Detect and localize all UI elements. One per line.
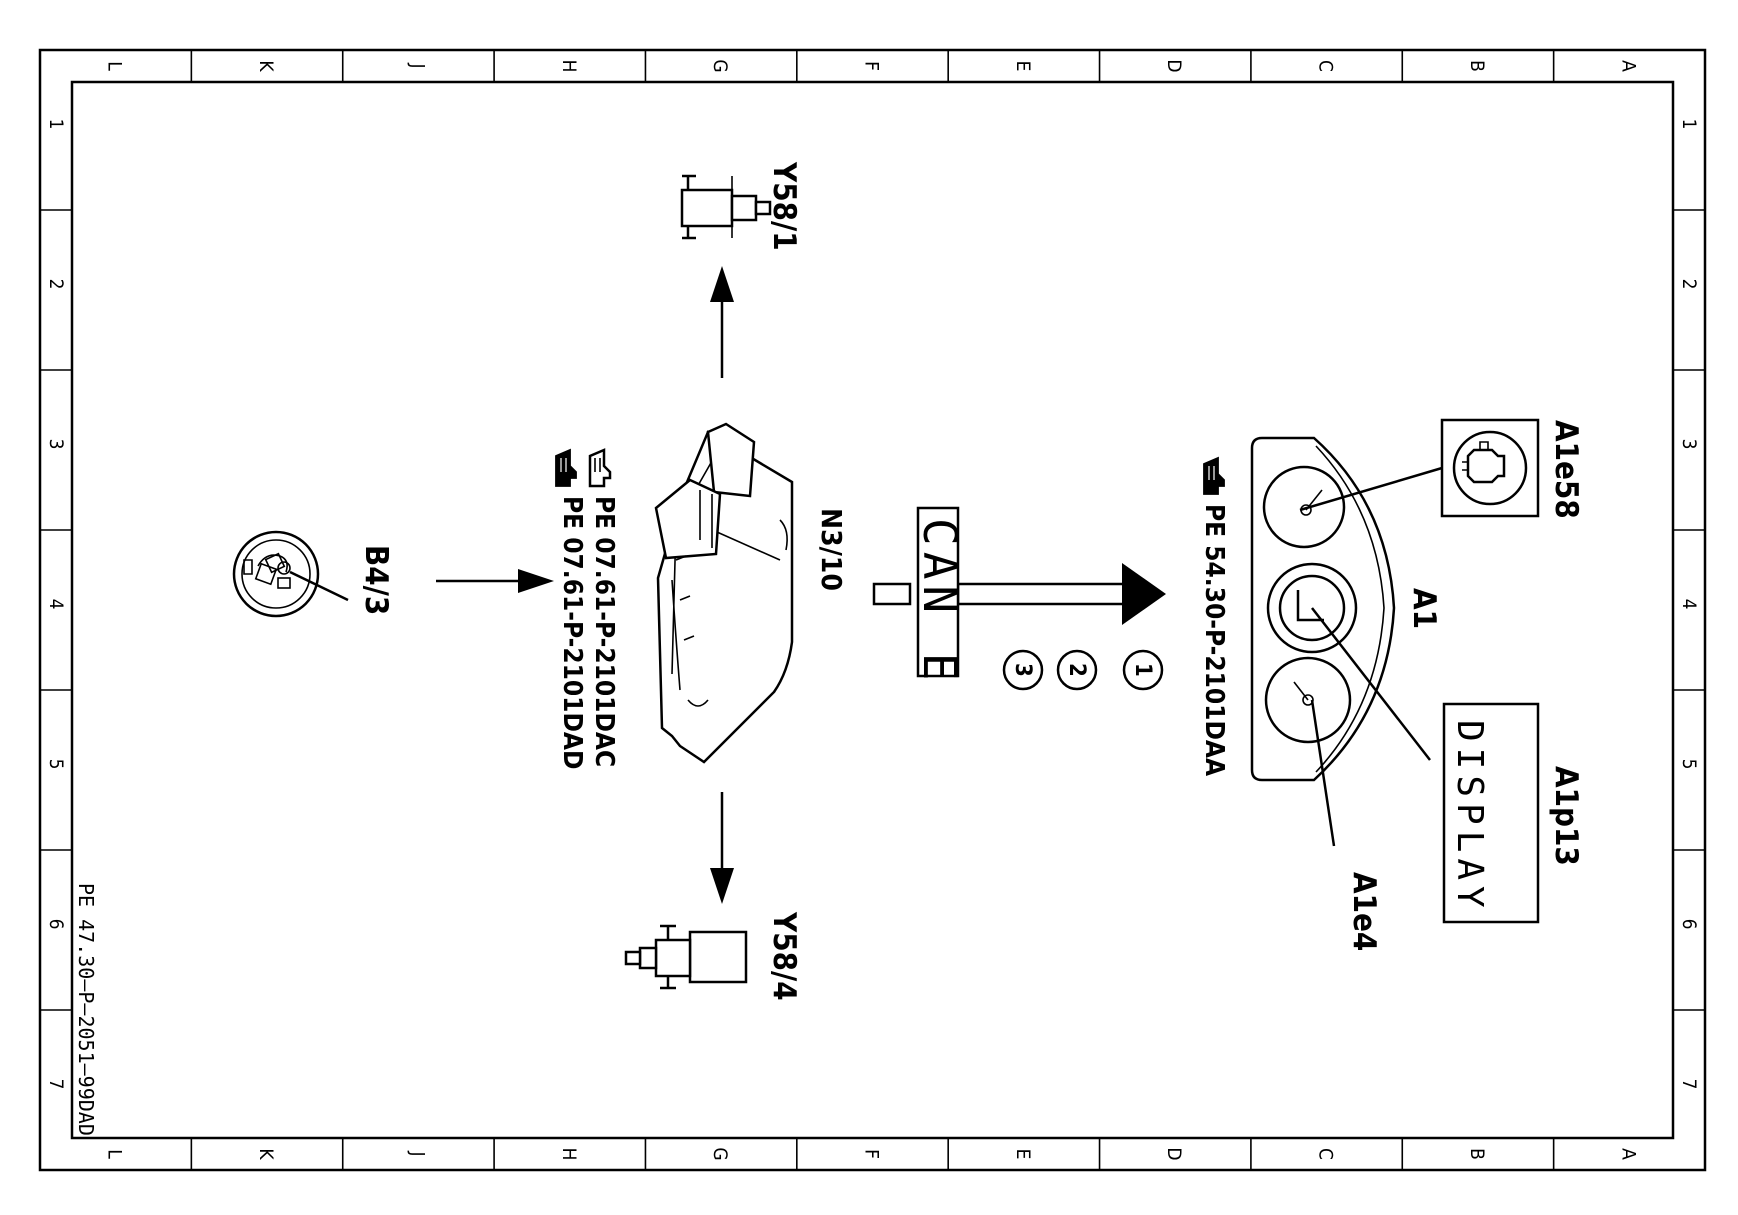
column-zone-label: J	[406, 1150, 428, 1156]
can-bus-arrow	[872, 506, 1166, 678]
a1e58-label: A1e58	[1548, 420, 1584, 519]
document-reference: PE 47.30–P–2051–99DAD	[74, 883, 98, 1136]
step-2-marker: 2	[1056, 649, 1098, 691]
column-zone-label: J	[406, 62, 428, 68]
step-3-marker: 3	[1002, 649, 1044, 691]
valve-icon	[680, 174, 772, 240]
step-1-marker: 1	[1122, 649, 1164, 691]
fuel-tank-sender-icon	[232, 530, 349, 618]
row-zone-label: 7	[1678, 1079, 1700, 1090]
column-zone-label: C	[1315, 60, 1337, 72]
svg-text:1: 1	[1130, 663, 1155, 677]
column-zone-label: B	[1466, 1148, 1488, 1160]
row-zone-label: 7	[45, 1079, 67, 1090]
can-bus-label: CAN E	[913, 518, 967, 686]
row-zone-label: 6	[1678, 919, 1700, 930]
display-box	[1311, 607, 1540, 924]
column-zone-label: K	[255, 1148, 277, 1160]
column-zone-label: H	[558, 60, 580, 73]
column-zone-label: E	[1012, 61, 1034, 72]
column-zone-label: A	[1617, 60, 1639, 72]
signal-arrow-n3-to-y58-4	[710, 792, 734, 904]
svg-text:3: 3	[1010, 663, 1035, 677]
column-zone-label: G	[709, 1147, 731, 1160]
row-zone-label: 3	[1678, 439, 1700, 450]
row-zone-label: 4	[45, 599, 67, 610]
column-zone-label: L	[104, 1149, 126, 1159]
engine-check-lamp-icon	[1299, 418, 1540, 518]
row-zone-label: 1	[45, 119, 67, 130]
signal-arrow-n3-to-y58-1	[710, 266, 734, 378]
column-zone-label: E	[1012, 1149, 1034, 1160]
signal-arrow-b4-to-n3	[436, 569, 554, 593]
n3-10-ref-1: PE 07.61-P-2101DAC	[589, 496, 619, 767]
a1e4-label: A1e4	[1346, 872, 1382, 951]
a1e4-leader-line	[1310, 699, 1336, 847]
pointing-hand-icon	[555, 448, 577, 487]
grid-zone-ticks	[40, 50, 1705, 1170]
b4-3-label: B4/3	[358, 545, 394, 615]
column-zone-label: B	[1466, 60, 1488, 72]
column-zone-label: K	[255, 60, 277, 72]
row-zone-label: 3	[45, 439, 67, 450]
row-zone-label: 2	[1678, 279, 1700, 290]
row-zone-label: 6	[45, 919, 67, 930]
column-zone-label: D	[1163, 1147, 1185, 1160]
column-zone-label: D	[1163, 59, 1185, 72]
column-zone-label: F	[861, 61, 883, 71]
row-zone-label: 4	[1678, 599, 1700, 610]
n3-10-ref-2: PE 07.61-P-2101DAD	[557, 496, 587, 769]
control-unit-icon	[654, 422, 794, 764]
instrument-cluster-icon	[1250, 436, 1396, 782]
a1p13-label: A1p13	[1548, 766, 1584, 866]
column-zone-label: C	[1315, 1148, 1337, 1160]
column-zone-label: F	[861, 1149, 883, 1159]
a1p13-display-text: DISPLAY	[1449, 720, 1490, 914]
column-zone-label: G	[709, 59, 731, 72]
row-zone-label: 5	[45, 759, 67, 770]
a1-label: A1	[1406, 588, 1442, 629]
a1-ref: PE 54.30-P-2101DAA	[1199, 504, 1229, 776]
y58-1-label: Y58/1	[766, 161, 802, 251]
column-zone-label: H	[558, 1148, 580, 1161]
valve-icon	[624, 924, 748, 990]
drawing-frame	[38, 48, 1707, 1172]
pointing-hand-icon	[1203, 456, 1225, 495]
n3-10-label: N3/10	[815, 508, 848, 591]
column-zone-label: A	[1617, 1148, 1639, 1160]
column-zone-label: L	[104, 61, 126, 71]
row-zone-label: 2	[45, 279, 67, 290]
pointing-hand-icon	[588, 448, 612, 488]
y58-4-label: Y58/4	[766, 911, 802, 1001]
row-zone-label: 1	[1678, 119, 1700, 130]
row-zone-label: 5	[1678, 759, 1700, 770]
svg-text:2: 2	[1064, 663, 1089, 677]
